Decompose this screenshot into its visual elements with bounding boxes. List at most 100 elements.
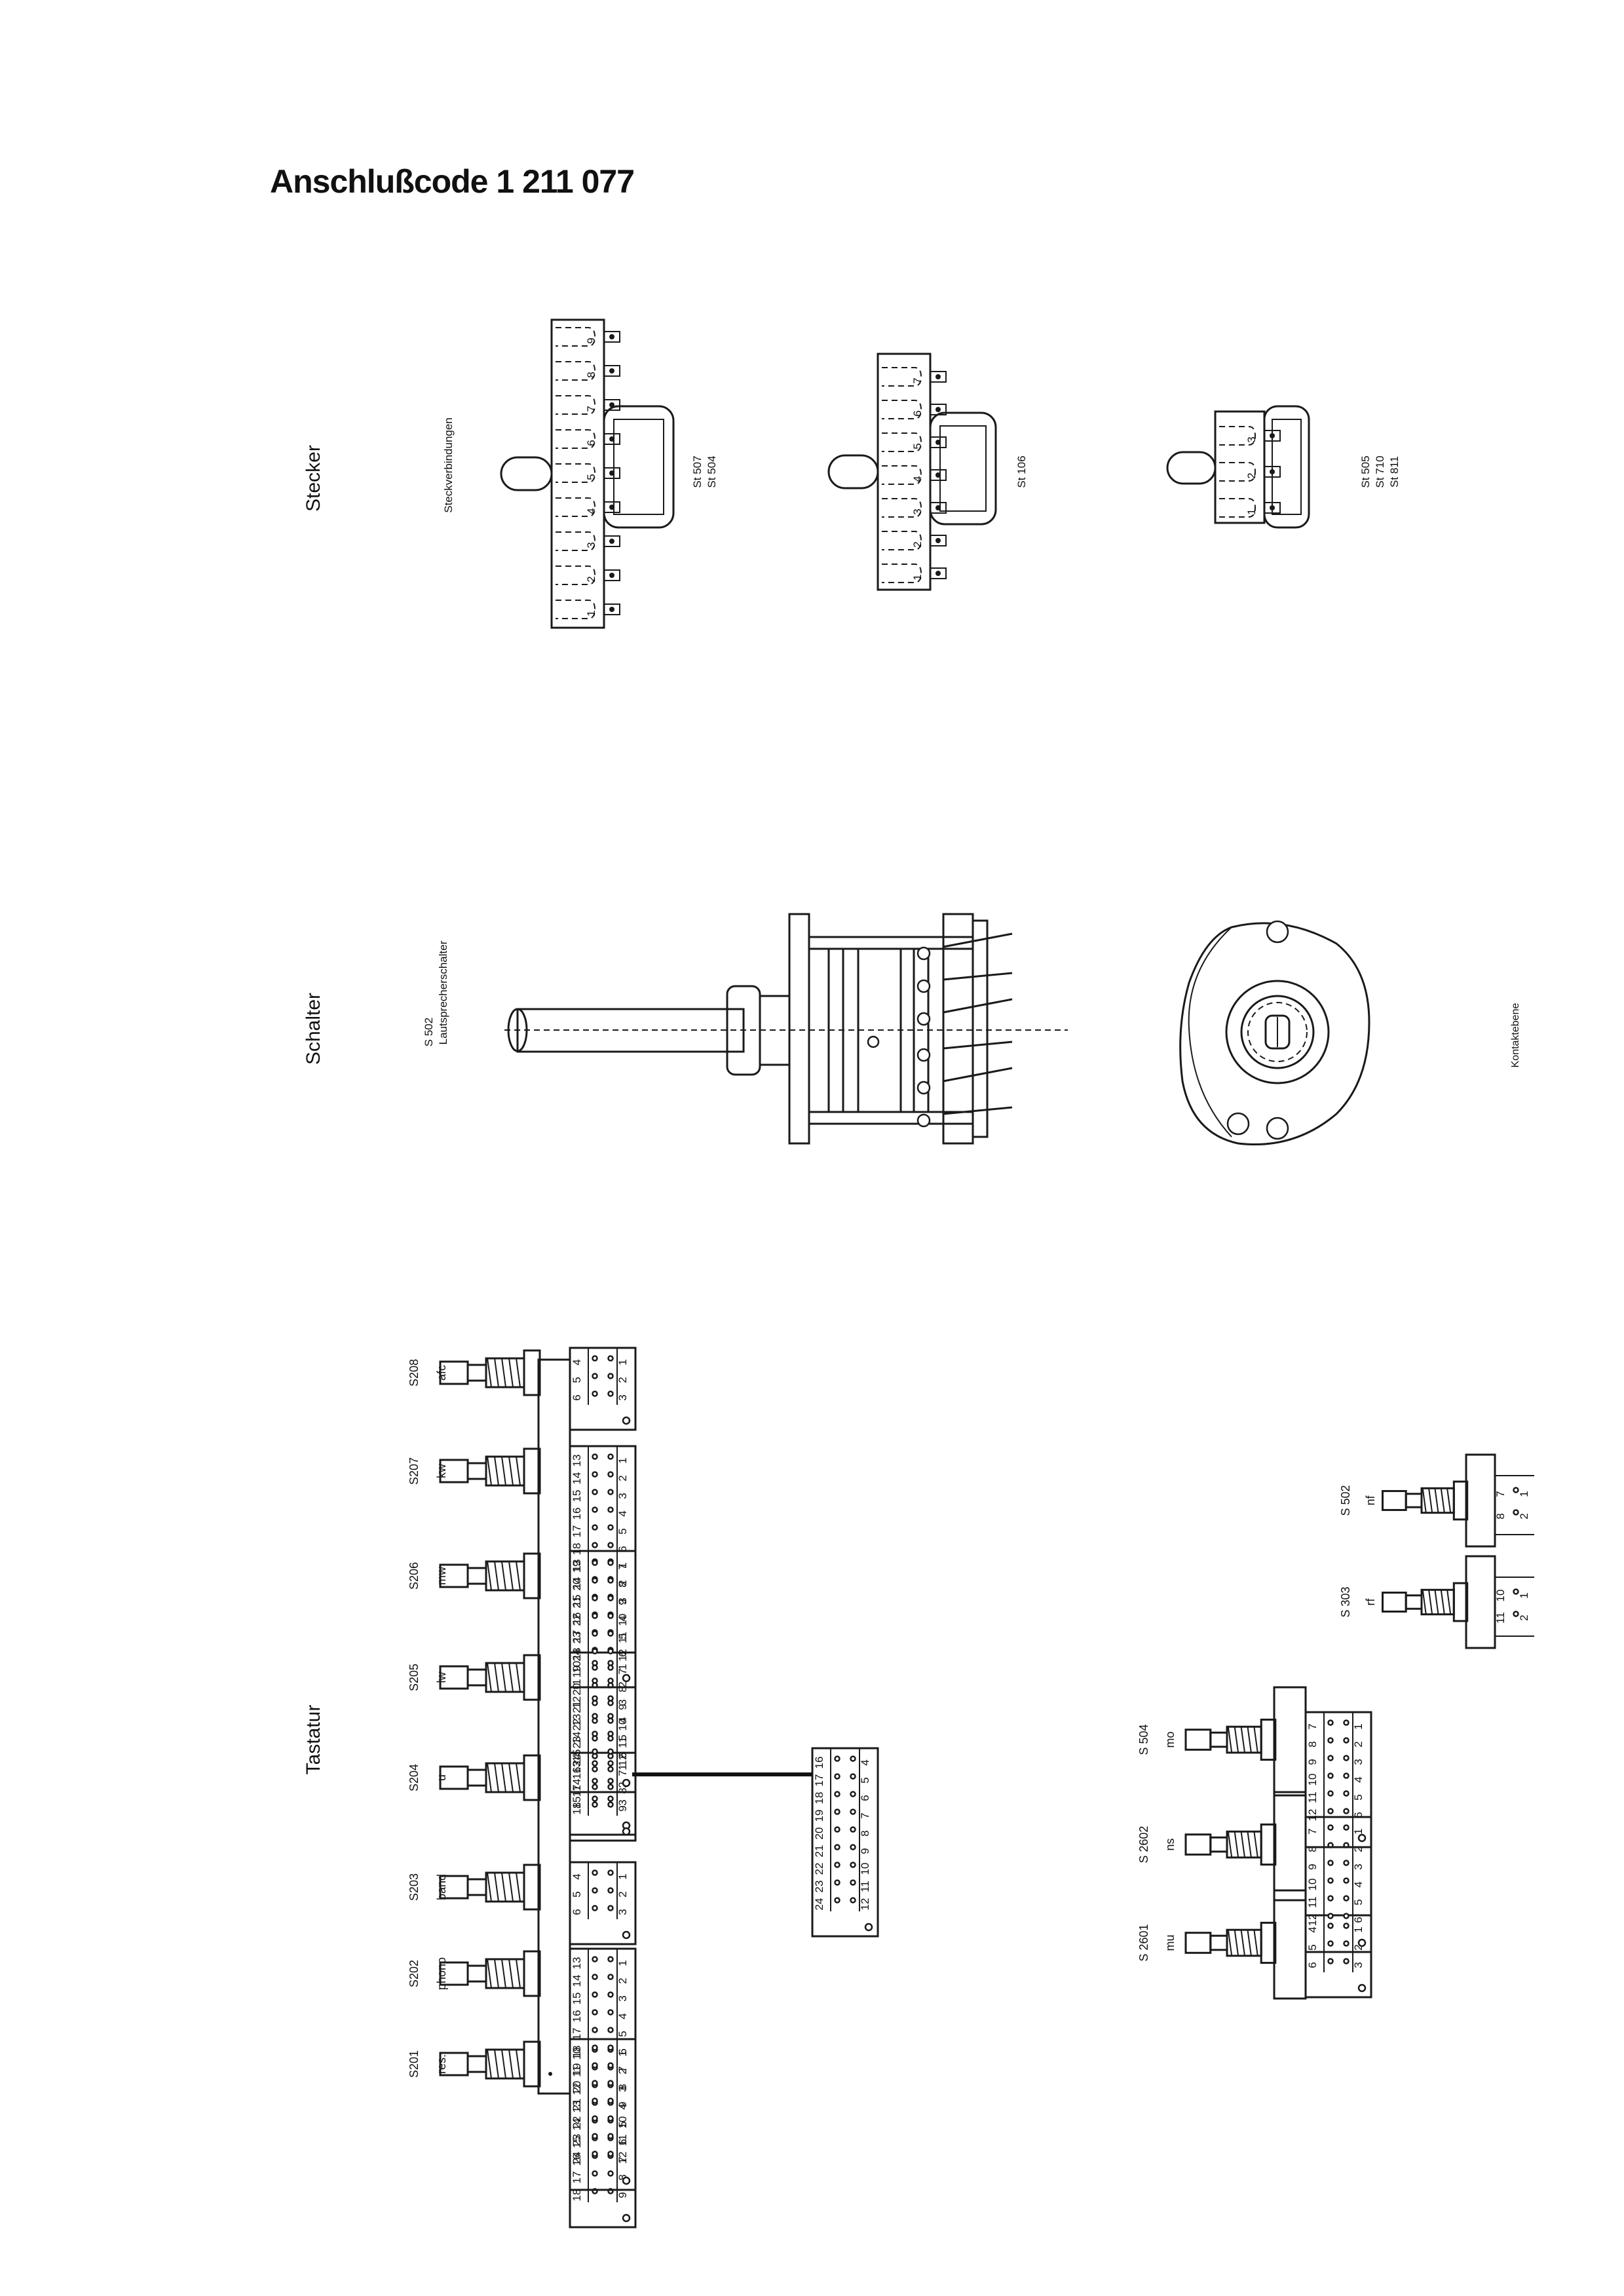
- pin-label: 7: [616, 1563, 629, 1569]
- key-stem: [466, 1964, 487, 1983]
- solder-lug: [943, 932, 1013, 948]
- contact-dot: [592, 1471, 598, 1478]
- contact-block: [569, 1861, 637, 1945]
- pin-dot: [1270, 469, 1275, 474]
- pin-label: 2: [585, 576, 597, 582]
- pin-label: 6: [1352, 1812, 1365, 1818]
- key-id-label: S203: [407, 1873, 421, 1901]
- contact-dot: [607, 1795, 614, 1802]
- pin-label: 3: [1245, 436, 1258, 442]
- pin-label: 15: [571, 1750, 583, 1762]
- key-base: [523, 1754, 541, 1801]
- key-cap: [439, 1360, 469, 1385]
- pin-label: 8: [859, 1830, 871, 1836]
- pin-label: 4: [571, 1359, 583, 1365]
- key-id-label: S 303: [1339, 1586, 1352, 1617]
- contact-dot: [607, 1613, 614, 1619]
- contact-rivet: [916, 979, 931, 993]
- pin-socket: [882, 564, 922, 583]
- key-base: [523, 1552, 541, 1599]
- pin-label: 3: [616, 1493, 629, 1499]
- key-stem: [1405, 1493, 1423, 1508]
- contact-block: [811, 1747, 879, 1938]
- contact-dot: [1327, 1790, 1334, 1797]
- pin-label: 4: [616, 1510, 629, 1516]
- pin-label: 2: [616, 1475, 629, 1481]
- pin-label: 10: [1494, 1590, 1507, 1602]
- pin-dot: [1270, 433, 1275, 438]
- key-name-label: mw: [435, 1566, 448, 1585]
- pin-label: 5: [859, 1777, 871, 1783]
- contact-dot: [834, 1808, 840, 1815]
- contact-dot: [834, 1897, 840, 1904]
- pin-dot: [609, 573, 614, 578]
- pin-label: 16: [571, 2010, 583, 2023]
- pin-label: 17: [571, 2028, 583, 2040]
- contact-rivet: [916, 1012, 931, 1026]
- pin-label: 9: [616, 1599, 629, 1605]
- pin-label: 1: [1352, 1723, 1365, 1729]
- connector-label: St 504: [706, 455, 718, 488]
- contact-block: [569, 1347, 637, 1431]
- key-cap: [439, 1459, 469, 1483]
- pin-label: 1: [616, 1873, 629, 1879]
- contact-dot: [607, 1542, 614, 1548]
- contact-dot: [592, 2115, 598, 2122]
- pin-label: 8: [616, 1788, 629, 1793]
- contact-dot: [607, 1760, 614, 1767]
- connector-label: St 811: [1388, 456, 1401, 488]
- pin-label: 16: [571, 1613, 583, 1625]
- pin-label: 11: [616, 2134, 629, 2146]
- pin-label: 2: [616, 2068, 629, 2074]
- key-stem: [466, 1567, 487, 1585]
- contact-dot: [592, 2027, 598, 2033]
- pin-dot: [609, 470, 614, 476]
- pin-label: 2: [616, 1377, 629, 1383]
- contact-dot: [592, 1355, 598, 1362]
- pin-label: 17: [571, 2172, 583, 2184]
- pin-label: 18: [571, 1648, 583, 1660]
- key-id-label: S208: [407, 1359, 421, 1387]
- contact-dot: [592, 2133, 598, 2139]
- pin-label: 3: [616, 1909, 629, 1915]
- pin-lug: [930, 436, 947, 448]
- pin-label: 16: [813, 1757, 825, 1769]
- pin-label: 11: [616, 1632, 629, 1643]
- pin-socket: [882, 432, 922, 452]
- pin-label: 10: [1306, 1774, 1319, 1786]
- contact-dot: [850, 1897, 856, 1904]
- key-id-label: S202: [407, 1960, 421, 1987]
- pin-dot: [935, 571, 941, 576]
- key-name-label: afc: [435, 1365, 448, 1381]
- contact-dot: [622, 1416, 631, 1425]
- pin-label: 22: [571, 1614, 583, 1626]
- pin-label: 7: [616, 2066, 629, 2072]
- pin-socket: [1219, 462, 1256, 482]
- pin-label: 2: [616, 1580, 629, 1586]
- pin-label: 3: [616, 1995, 629, 2001]
- key-stem: [466, 1878, 487, 1896]
- pin-lug: [930, 371, 947, 383]
- pin-dot: [935, 472, 941, 478]
- contact-dot: [607, 1524, 614, 1531]
- section-label-stecker: Stecker: [303, 445, 324, 512]
- switch-id-label: S 502: [423, 1018, 435, 1046]
- pin-label: 9: [616, 1704, 629, 1710]
- contact-dot: [592, 1613, 598, 1619]
- contact-dot: [1343, 1790, 1350, 1797]
- pin-label: 3: [616, 1799, 629, 1805]
